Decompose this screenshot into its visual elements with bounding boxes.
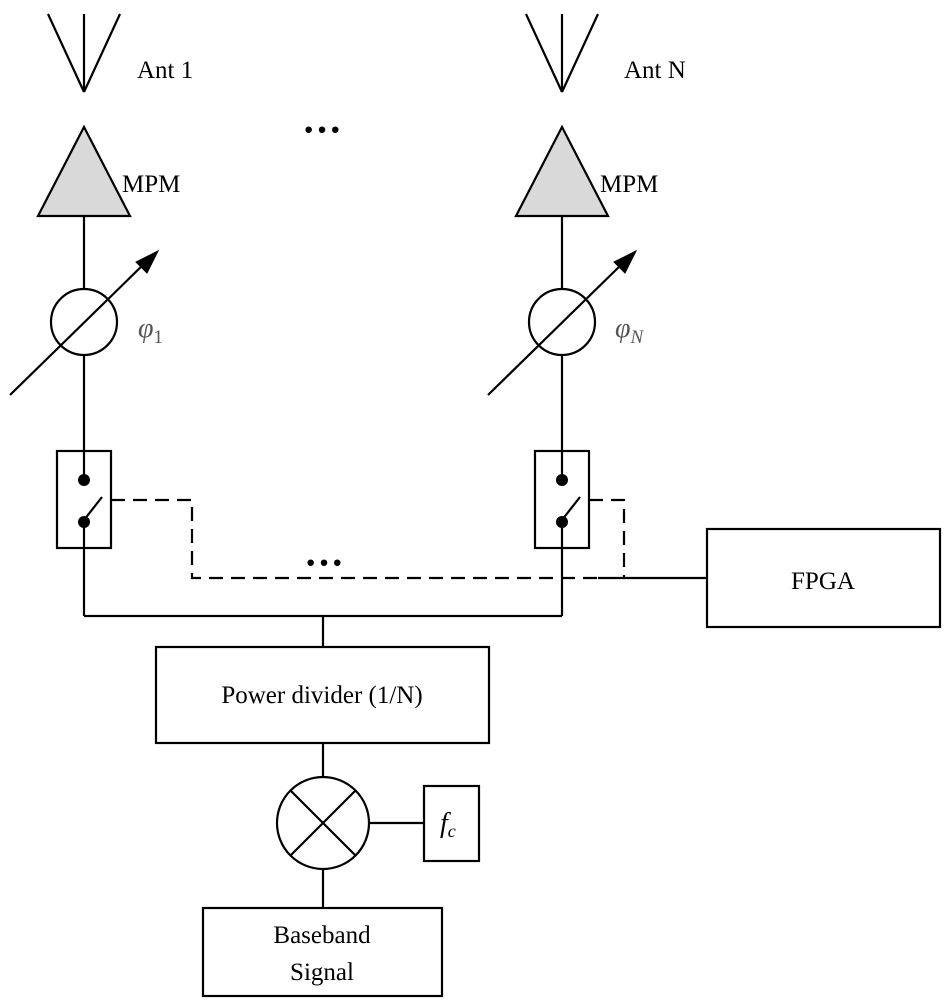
amplifier-n-icon xyxy=(514,124,610,218)
antenna-n-icon xyxy=(525,13,599,93)
phase-n-label: φN xyxy=(615,313,645,348)
branch-n: Ant N MPM φN xyxy=(487,13,686,616)
phase-shifter-n-icon xyxy=(487,249,638,396)
oscillator-block: fc xyxy=(422,784,481,863)
amplifier-1-label: MPM xyxy=(122,171,180,198)
baseband-block: Baseband Signal xyxy=(201,906,444,998)
switch-1-icon xyxy=(55,449,113,550)
control-lines xyxy=(111,498,707,580)
fpga-label: FPGA xyxy=(791,568,855,595)
branch-ellipsis-bottom: ··· xyxy=(304,540,344,585)
mixer-icon xyxy=(275,775,371,871)
fpga-block: FPGA xyxy=(705,527,942,629)
amplifier-n-label: MPM xyxy=(600,171,658,198)
antenna-n-label: Ant N xyxy=(624,57,686,84)
phase-1-label: φ1 xyxy=(138,313,163,348)
amplifier-1-icon xyxy=(36,124,132,218)
baseband-label-line1: Baseband xyxy=(273,922,371,949)
oscillator-label: fc xyxy=(440,808,456,841)
baseband-label-line2: Signal xyxy=(290,959,354,986)
antenna-1-label: Ant 1 xyxy=(137,57,193,84)
branch-1: Ant 1 MPM φ1 xyxy=(9,13,193,616)
branch-ellipsis-top: ··· xyxy=(302,107,342,152)
power-divider-label: Power divider (1/N) xyxy=(221,682,422,709)
phase-shifter-1-icon xyxy=(9,249,160,396)
antenna-1-icon xyxy=(47,13,121,93)
power-divider-block: Power divider (1/N) xyxy=(154,645,491,745)
switch-n-icon xyxy=(533,449,591,550)
